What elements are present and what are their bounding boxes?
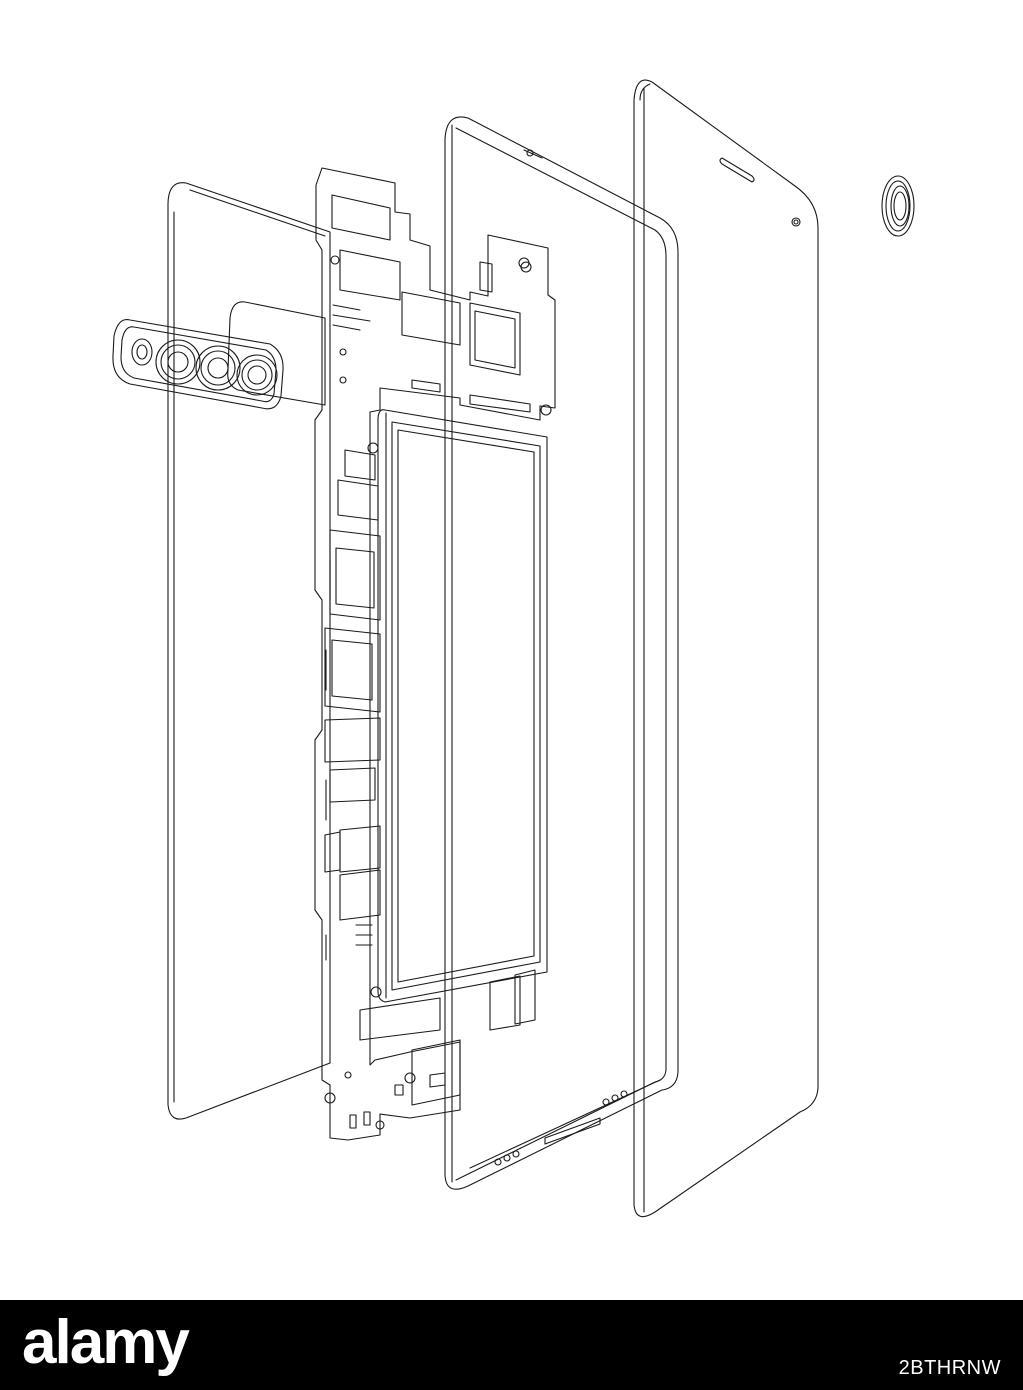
fingerprint-ring (881, 175, 915, 237)
mid-frame (444, 116, 679, 1190)
back-cover (167, 182, 331, 1120)
display-glass (633, 79, 819, 1218)
battery (377, 409, 548, 1003)
alamy-logo: alamy (22, 1308, 190, 1377)
camera-module (112, 301, 326, 410)
alamy-watermark-bar: alamy 2BTHRNW (0, 1300, 1023, 1390)
logic-board (314, 167, 556, 1141)
image-id-label: 2BTHRNW (898, 1357, 1001, 1379)
exploded-phone-drawing (112, 79, 915, 1218)
